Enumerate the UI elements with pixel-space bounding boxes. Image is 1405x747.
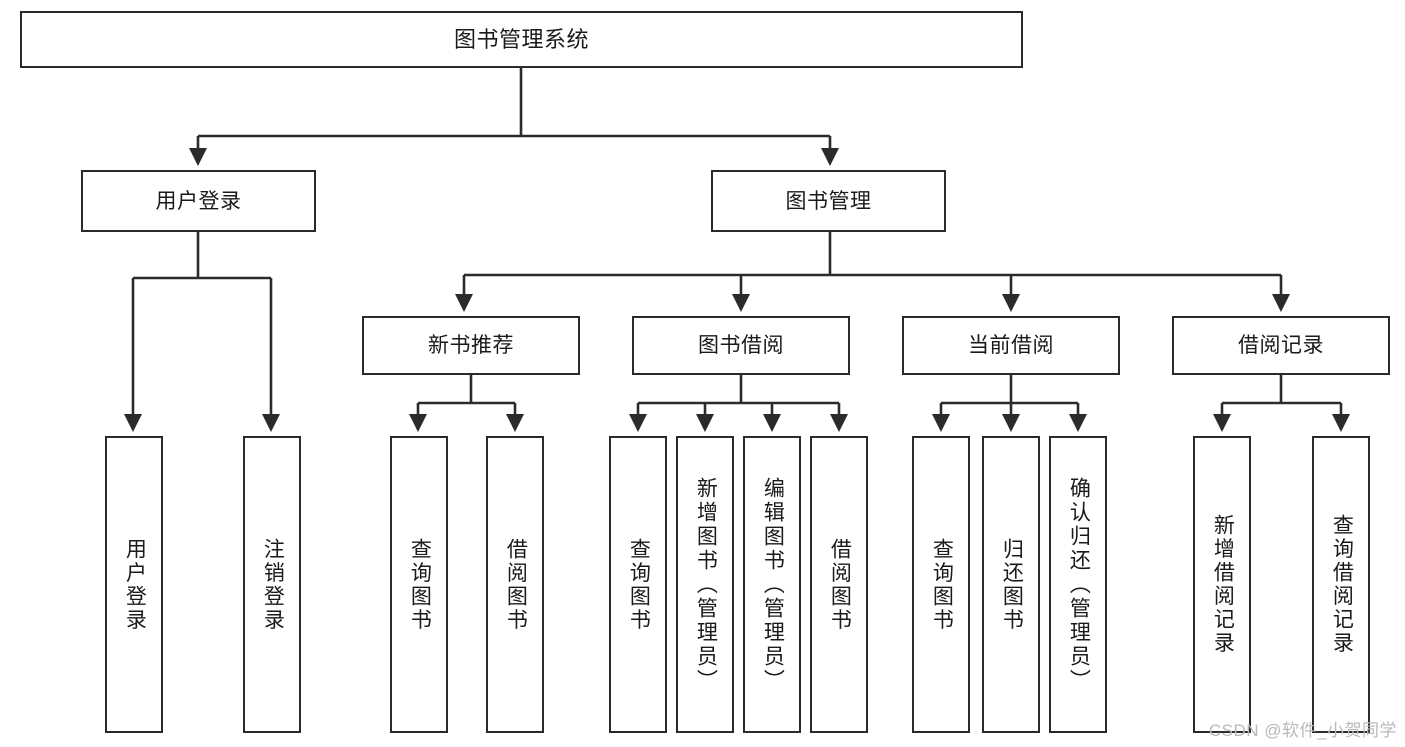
leaf-current-borrow-confirm-return[interactable]: 确认归还（管理员） [1049, 436, 1107, 733]
node-borrow-record[interactable]: 借阅记录 [1172, 316, 1390, 375]
node-book-borrow[interactable]: 图书借阅 [632, 316, 850, 375]
leaf-user-login-signin[interactable]: 用户登录 [105, 436, 163, 733]
node-label: 图书管理系统 [453, 26, 589, 52]
leaf-book-borrow-add[interactable]: 新增图书（管理员） [676, 436, 734, 733]
node-label: 图书管理 [785, 189, 872, 213]
node-label: 查询图书 [408, 537, 432, 632]
node-root-system[interactable]: 图书管理系统 [20, 11, 1023, 68]
leaf-current-borrow-query[interactable]: 查询图书 [912, 436, 970, 733]
node-label: 新增借阅记录 [1211, 514, 1235, 655]
leaf-new-book-query[interactable]: 查询图书 [390, 436, 448, 733]
node-label: 用户登录 [123, 537, 147, 632]
node-label: 查询图书 [627, 537, 651, 632]
node-label: 借阅记录 [1238, 334, 1324, 357]
node-label: 归还图书 [1000, 537, 1024, 632]
leaf-book-borrow-query[interactable]: 查询图书 [609, 436, 667, 733]
node-user-login[interactable]: 用户登录 [81, 170, 316, 232]
leaf-book-borrow-lend[interactable]: 借阅图书 [810, 436, 868, 733]
leaf-new-book-borrow[interactable]: 借阅图书 [486, 436, 544, 733]
node-label: 编辑图书（管理员） [761, 476, 785, 693]
node-book-management[interactable]: 图书管理 [711, 170, 946, 232]
node-label: 新增图书（管理员） [694, 476, 718, 693]
node-label: 用户登录 [155, 189, 242, 213]
node-label: 借阅图书 [828, 537, 852, 632]
leaf-borrow-record-query[interactable]: 查询借阅记录 [1312, 436, 1370, 733]
node-label: 借阅图书 [504, 537, 528, 632]
node-label: 查询借阅记录 [1330, 514, 1354, 655]
node-label: 当前借阅 [968, 334, 1054, 357]
leaf-book-borrow-edit[interactable]: 编辑图书（管理员） [743, 436, 801, 733]
leaf-user-login-signout[interactable]: 注销登录 [243, 436, 301, 733]
node-new-book-recommend[interactable]: 新书推荐 [362, 316, 580, 375]
csdn-watermark: CSDN @软件_小贺同学 [1208, 721, 1397, 740]
node-label: 新书推荐 [428, 334, 514, 357]
node-current-borrow[interactable]: 当前借阅 [902, 316, 1120, 375]
leaf-current-borrow-return[interactable]: 归还图书 [982, 436, 1040, 733]
leaf-borrow-record-add[interactable]: 新增借阅记录 [1193, 436, 1251, 733]
node-label: 确认归还（管理员） [1067, 476, 1091, 693]
node-label: 查询图书 [930, 537, 954, 632]
node-label: 注销登录 [261, 537, 285, 632]
node-label: 图书借阅 [698, 334, 784, 357]
